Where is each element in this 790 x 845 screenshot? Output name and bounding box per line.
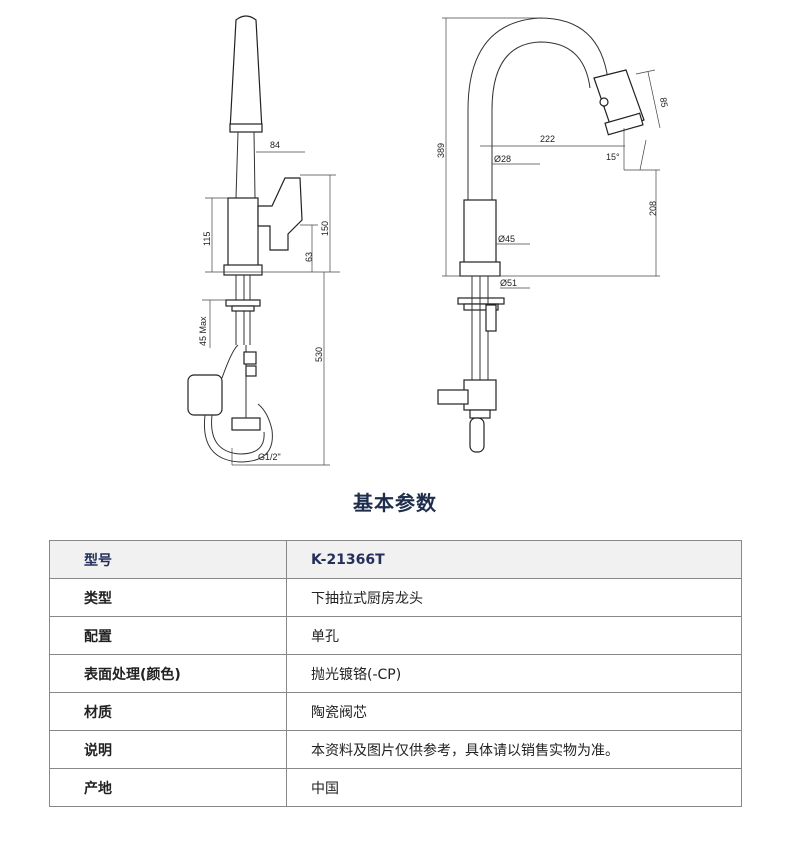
spec-value: 陶瓷阀芯 bbox=[286, 692, 742, 731]
dim-45max: 45 Max bbox=[198, 316, 208, 346]
spec-value: 抛光镀铬(-CP) bbox=[286, 654, 742, 693]
dim-g12: G1/2" bbox=[258, 452, 281, 462]
dim-dia28: Ø28 bbox=[494, 154, 511, 164]
spec-value-model: K-21366T bbox=[286, 540, 742, 579]
dim-208: 208 bbox=[648, 201, 658, 216]
table-row: 材质 陶瓷阀芯 bbox=[49, 692, 742, 731]
dim-15deg: 15° bbox=[606, 152, 620, 162]
dim-150: 150 bbox=[320, 221, 330, 236]
spec-label-model: 型号 bbox=[49, 540, 287, 579]
dim-dia51: Ø51 bbox=[500, 278, 517, 288]
table-row: 型号 K-21366T bbox=[49, 540, 742, 579]
front-view: 389 222 85 15° 208 Ø28 Ø45 Ø51 bbox=[436, 17, 670, 453]
spec-table: 型号 K-21366T 类型 下抽拉式厨房龙头 配置 单孔 表面处理(颜色) 抛… bbox=[49, 540, 742, 807]
spec-label: 材质 bbox=[49, 692, 287, 731]
spec-value: 单孔 bbox=[286, 616, 742, 655]
dim-85: 85 bbox=[658, 97, 670, 109]
dim-389: 389 bbox=[436, 143, 446, 158]
spec-label: 说明 bbox=[49, 730, 287, 769]
table-row: 类型 下抽拉式厨房龙头 bbox=[49, 578, 742, 617]
table-row: 配置 单孔 bbox=[49, 616, 742, 655]
table-row: 表面处理(颜色) 抛光镀铬(-CP) bbox=[49, 654, 742, 693]
faucet-technical-drawing: 84 150 63 115 45 Max 530 G1/2" bbox=[187, 15, 670, 466]
spec-label: 表面处理(颜色) bbox=[49, 654, 287, 693]
dim-115: 115 bbox=[202, 232, 212, 246]
dim-84: 84 bbox=[270, 140, 280, 150]
dim-63: 63 bbox=[304, 252, 314, 262]
dim-dia45: Ø45 bbox=[498, 234, 515, 244]
section-title: 基本参数 bbox=[353, 491, 437, 515]
spec-value: 下抽拉式厨房龙头 bbox=[286, 578, 742, 617]
table-row: 说明 本资料及图片仅供参考，具体请以销售实物为准。 bbox=[49, 730, 742, 769]
spec-value: 中国 bbox=[286, 768, 742, 807]
spec-label: 类型 bbox=[49, 578, 287, 617]
dim-530: 530 bbox=[314, 347, 324, 362]
table-row: 产地 中国 bbox=[49, 768, 742, 807]
spec-label: 产地 bbox=[49, 768, 287, 807]
side-view: 84 150 63 115 45 Max 530 G1/2" bbox=[187, 15, 340, 466]
dim-222: 222 bbox=[540, 134, 555, 144]
spec-value: 本资料及图片仅供参考，具体请以销售实物为准。 bbox=[286, 730, 742, 769]
spec-label: 配置 bbox=[49, 616, 287, 655]
